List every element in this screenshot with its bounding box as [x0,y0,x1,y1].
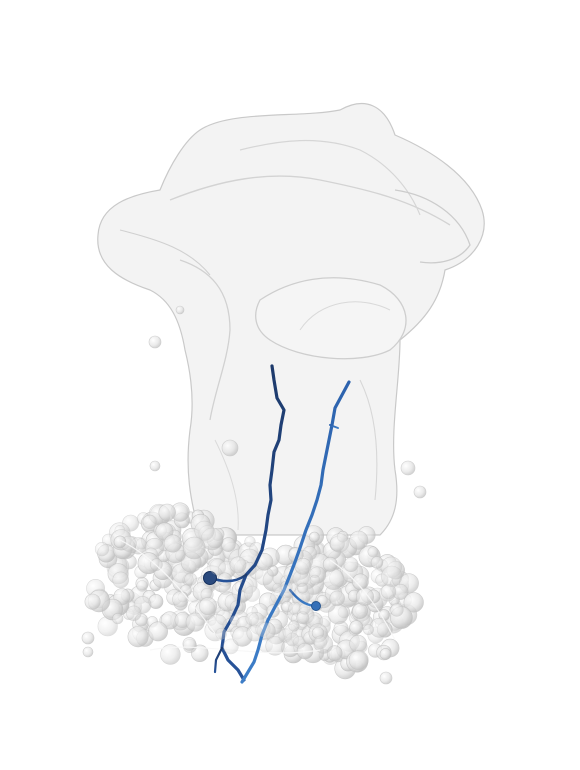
cell-body-sphere [182,637,197,651]
cell-body-sphere [343,557,359,572]
cell-body-sphere [112,571,129,589]
cell-body-sphere [223,638,239,655]
neuron-b-branch-side [329,424,339,429]
neuron-a-soma [203,571,217,585]
mesh-fold-7 [119,229,211,276]
cell-body-sphere [370,556,384,569]
cell-body-sphere [245,612,259,626]
cell-body-sphere [127,626,149,648]
cell-body-sphere [255,621,271,637]
cell-body-sphere [175,305,185,315]
cell-body-sphere [308,531,320,543]
cell-body-sphere [413,485,427,499]
cell-body-sphere [148,621,169,642]
cell-body-sphere [330,533,350,553]
cell-body-sphere [215,627,227,640]
mesh-fold-9 [214,439,239,531]
cell-body-sphere [329,590,345,607]
cell-body-sphere [244,585,261,602]
cell-body-sphere [308,565,321,578]
cell-body-sphere [81,631,95,645]
neuron-b-terminal [311,601,321,611]
cell-body-sphere [313,635,328,649]
cell-body-sphere [349,530,369,550]
cell-body-sphere [390,603,404,617]
cell-body-sphere [400,460,416,476]
cell-body-sphere [84,593,101,610]
cell-body-sphere [229,615,240,626]
cell-body-sphere [113,535,127,549]
cell-body-sphere [349,634,367,653]
neuron-a-branch-lower [213,646,224,674]
cell-body-sphere [142,514,157,530]
mesh-fold-2 [239,139,421,216]
neuron-b-trunk [240,380,351,684]
cell-body-sphere [403,592,424,613]
cluster-fiber-2 [329,559,396,641]
cell-body-sphere [194,520,215,541]
cell-body-sphere [94,541,110,557]
cell-body-sphere [158,503,176,522]
cell-body-sphere [183,536,206,560]
cell-body-sphere [229,556,247,574]
cell-body-cluster-front [209,558,332,655]
cell-body-sphere [199,597,218,616]
cell-body-cluster [81,305,427,685]
cell-body-sphere [160,644,181,665]
translucent-neuropil-mesh [97,102,485,536]
cell-body-sphere [136,580,148,592]
cell-body-sphere [215,606,225,617]
cell-body-sphere [379,671,393,685]
cell-body-sphere [323,568,345,590]
mesh-fold-3 [179,259,231,421]
cell-body-sphere [126,605,142,621]
cell-body-sphere [112,612,124,625]
cell-body-sphere [319,615,332,628]
cell-body-sphere [363,624,374,636]
cell-body-sphere [272,582,283,593]
cell-body-sphere [348,650,369,671]
cell-body-sphere [308,615,321,628]
cell-body-sphere [367,546,379,558]
cell-body-sphere [218,582,232,595]
cell-body-sphere [322,556,338,572]
cell-body-sphere [184,572,198,586]
cell-body-sphere [209,558,227,576]
cluster-fiber-1 [119,539,221,641]
mesh-fold-8 [359,379,378,501]
cell-body-sphere [379,648,392,660]
mesh-fold-1 [169,175,451,226]
cell-body-sphere [282,623,298,639]
cell-body-sphere [349,620,364,635]
cell-body-sphere [221,439,239,457]
cell-body-sphere [163,534,182,553]
mesh-fold-4 [255,277,407,360]
cell-body-sphere [292,636,306,649]
mesh-fold-6 [394,189,471,264]
cell-body-sphere [82,646,94,658]
cell-body-sphere [355,587,374,606]
cell-body-sphere [149,460,161,472]
cell-body-sphere [172,591,189,608]
cell-body-sphere [148,335,162,349]
cell-body-sphere [381,565,403,587]
cell-body-sphere [265,636,285,656]
cell-body-sphere [185,612,205,632]
mesh-fold-5 [299,301,391,331]
cell-body-sphere [221,537,236,552]
